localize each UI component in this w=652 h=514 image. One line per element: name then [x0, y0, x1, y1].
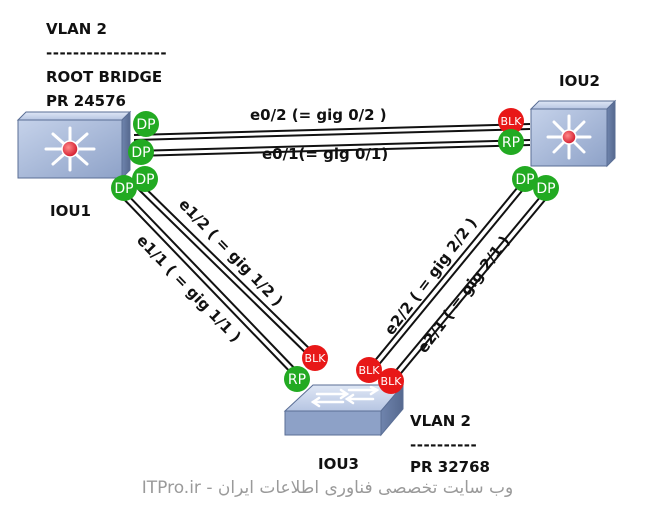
priority-label-iou3: PR 32768 [410, 458, 490, 476]
link-label-e0-2: e0/2 (= gig 0/2 ) [250, 106, 387, 124]
link-label-e0-1: e0/1(= gig 0/1) [262, 145, 388, 163]
link-e1-1 [117, 188, 301, 379]
port-role-label: DP [114, 181, 133, 197]
link-e2-2 [367, 181, 527, 374]
port-marker-iou2-e2-2: DP [512, 166, 538, 192]
port-role-label: DP [136, 117, 155, 133]
port-marker-iou1-e1-2: DP [132, 166, 158, 192]
port-role-label: RP [288, 372, 306, 388]
port-role-label: RP [502, 135, 520, 151]
root-bridge-label: ROOT BRIDGE [46, 68, 163, 86]
device-label-iou2: IOU2 [559, 72, 600, 90]
link-e0-1 [133, 139, 531, 157]
device-label-iou3: IOU3 [318, 455, 359, 473]
port-role-label: BLK [381, 375, 403, 388]
port-role-label: DP [515, 172, 534, 188]
port-marker-iou2-e0-2: BLK [498, 108, 524, 134]
port-marker-iou2-e0-1: RP [498, 129, 524, 155]
multilayer-switch-icon[interactable] [16, 110, 132, 180]
port-marker-iou2-e2-1: DP [533, 175, 559, 201]
link-e2-1 [387, 189, 551, 385]
vlan-divider-iou1: ------------------ [46, 44, 168, 62]
port-marker-iou1-e0-2: DP [133, 111, 159, 137]
multilayer-switch-icon[interactable] [529, 99, 617, 168]
vlan-label-iou1: VLAN 2 [46, 20, 107, 38]
port-role-label: DP [131, 145, 150, 161]
port-marker-iou1-e1-1: DP [111, 175, 137, 201]
port-role-label: BLK [359, 364, 381, 377]
port-role-label: BLK [305, 352, 327, 365]
workgroup-switch-icon[interactable] [283, 383, 405, 437]
device-label-iou1: IOU1 [50, 202, 91, 220]
priority-label-iou1: PR 24576 [46, 92, 126, 110]
vlan-label-iou3: VLAN 2 [410, 412, 471, 430]
port-marker-iou3-e1-2: BLK [302, 345, 328, 371]
link-e1-2 [131, 178, 318, 361]
port-role-label: BLK [501, 115, 523, 128]
vlan-divider-iou3: ---------- [410, 436, 478, 454]
port-marker-iou3-e1-1: RP [284, 366, 310, 392]
link-e0-2 [133, 123, 531, 141]
watermark-text: ITPro.ir - وب سایت تخصصی فناوری اطلاعات … [141, 478, 514, 498]
port-role-label: DP [135, 172, 154, 188]
port-marker-iou1-e0-1: DP [128, 139, 154, 165]
port-marker-iou3-e2-2: BLK [356, 357, 382, 383]
port-marker-iou3-e2-1: BLK [378, 368, 404, 394]
port-role-label: DP [536, 181, 555, 197]
